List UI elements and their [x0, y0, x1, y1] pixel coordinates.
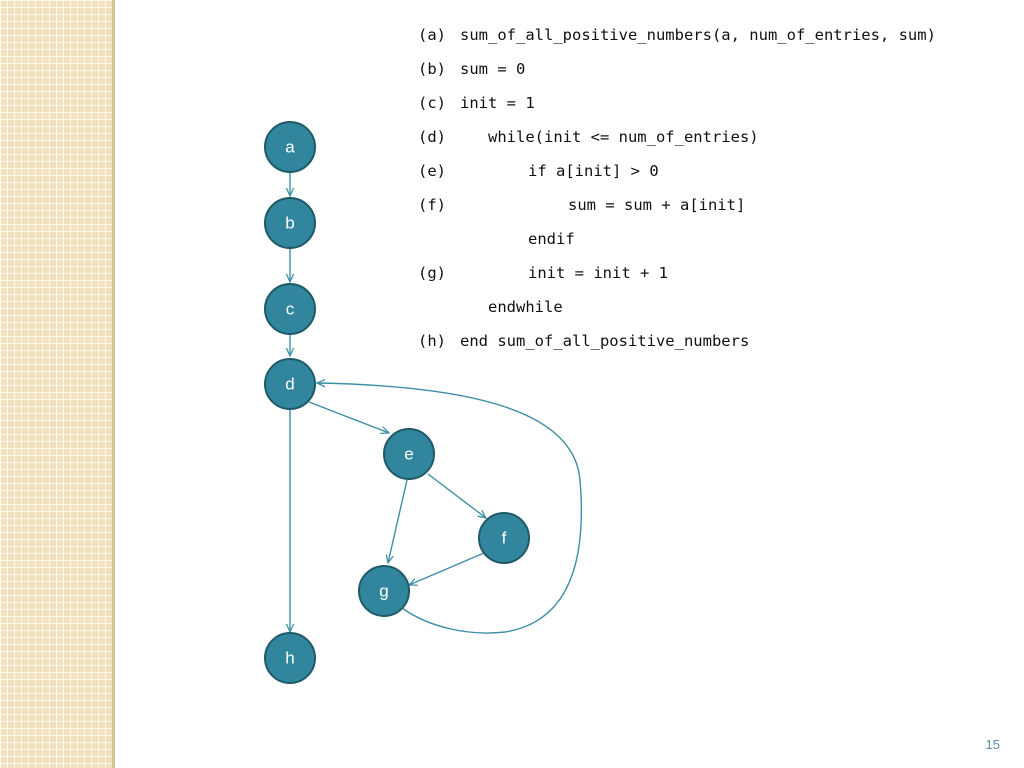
code-line-text: sum = sum + a[init] — [568, 196, 746, 214]
code-line-label: (f) — [418, 196, 446, 214]
code-line-text: while(init <= num_of_entries) — [488, 128, 759, 146]
decorative-side-pattern — [0, 0, 112, 768]
node-e: e — [383, 428, 435, 480]
code-line-label: (a) — [418, 26, 446, 44]
code-line-text: endwhile — [488, 298, 563, 316]
edge-e-g — [388, 479, 408, 563]
node-b: b — [264, 197, 316, 249]
node-b-label: b — [285, 214, 294, 233]
node-g-label: g — [379, 582, 388, 601]
node-c-label: c — [286, 300, 295, 319]
code-line-text: init = init + 1 — [528, 264, 668, 282]
node-g: g — [358, 565, 410, 617]
node-d-label: d — [285, 375, 294, 394]
code-line-text: sum_of_all_positive_numbers(a, num_of_en… — [460, 26, 936, 44]
edge-g-d — [317, 383, 583, 634]
code-line-label: (h) — [418, 332, 446, 350]
edge-d-e — [308, 401, 389, 433]
node-h: h — [264, 632, 316, 684]
node-f-label: f — [502, 529, 507, 548]
page-number: 15 — [985, 737, 1000, 752]
code-line-text: end sum_of_all_positive_numbers — [460, 332, 750, 350]
node-f: f — [478, 512, 530, 564]
code-line-text: sum = 0 — [460, 60, 526, 78]
node-e-label: e — [404, 445, 413, 464]
code-line-text: endif — [528, 230, 575, 248]
node-h-label: h — [285, 649, 294, 668]
code-line-label: (b) — [418, 60, 446, 78]
code-line-label: (c) — [418, 94, 446, 112]
node-a: a — [264, 121, 316, 173]
side-divider — [112, 0, 115, 768]
edge-e-f — [427, 473, 486, 518]
code-line-label: (e) — [418, 162, 446, 180]
code-line-text: if a[init] > 0 — [528, 162, 659, 180]
node-d: d — [264, 358, 316, 410]
code-line-text: init = 1 — [460, 94, 535, 112]
code-line-label: (g) — [418, 264, 446, 282]
edge-f-g — [409, 552, 485, 585]
code-line-label: (d) — [418, 128, 446, 146]
node-c: c — [264, 283, 316, 335]
node-a-label: a — [285, 138, 295, 157]
